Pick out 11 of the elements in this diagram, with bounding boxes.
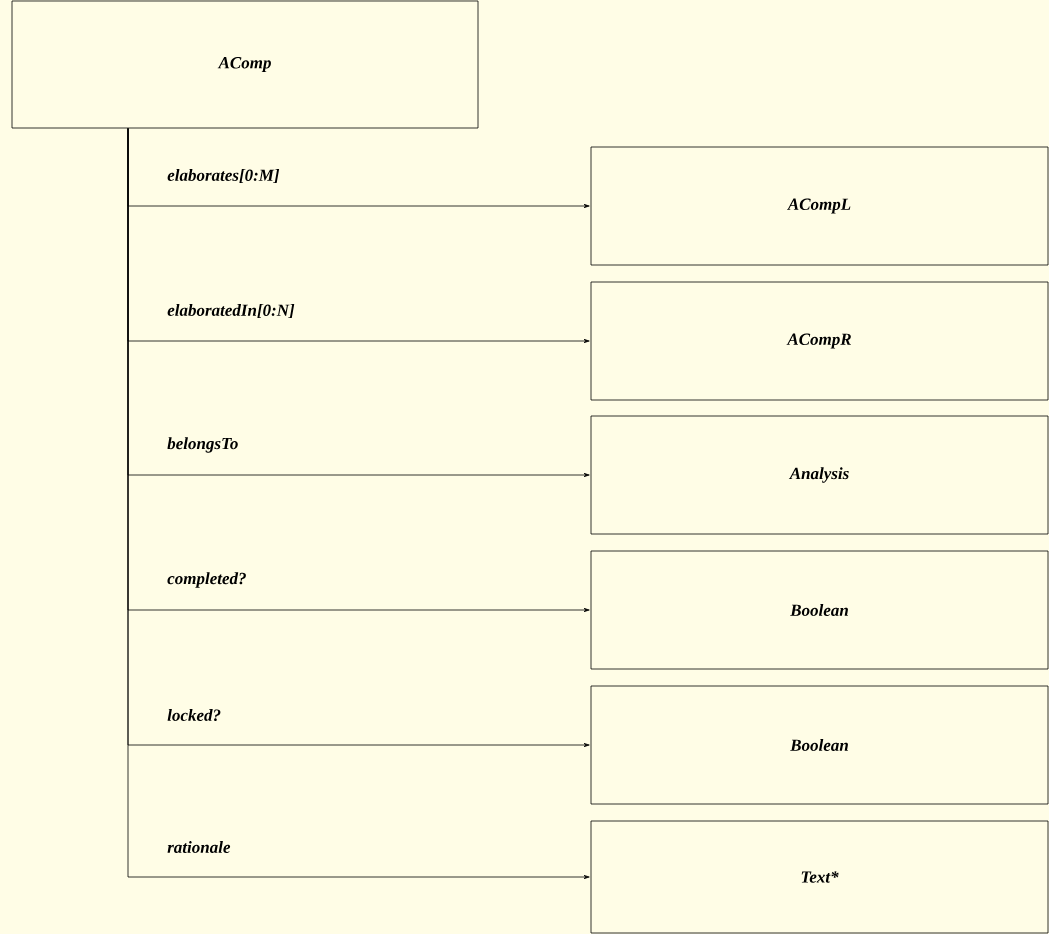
edge-label: rationale <box>166 840 232 854</box>
class-box: Boolean <box>590 550 1049 670</box>
class-box: Boolean <box>590 685 1049 805</box>
edge-label: belongsTo <box>166 436 240 454</box>
class-box: Text* <box>590 820 1049 934</box>
class-box: ACompR <box>590 281 1049 401</box>
class-box: AComp <box>11 0 479 129</box>
edge-label: completed? <box>166 571 248 589</box>
arrow <box>127 128 590 880</box>
class-box: Analysis <box>590 415 1049 535</box>
class-box: ACompL <box>590 146 1049 266</box>
